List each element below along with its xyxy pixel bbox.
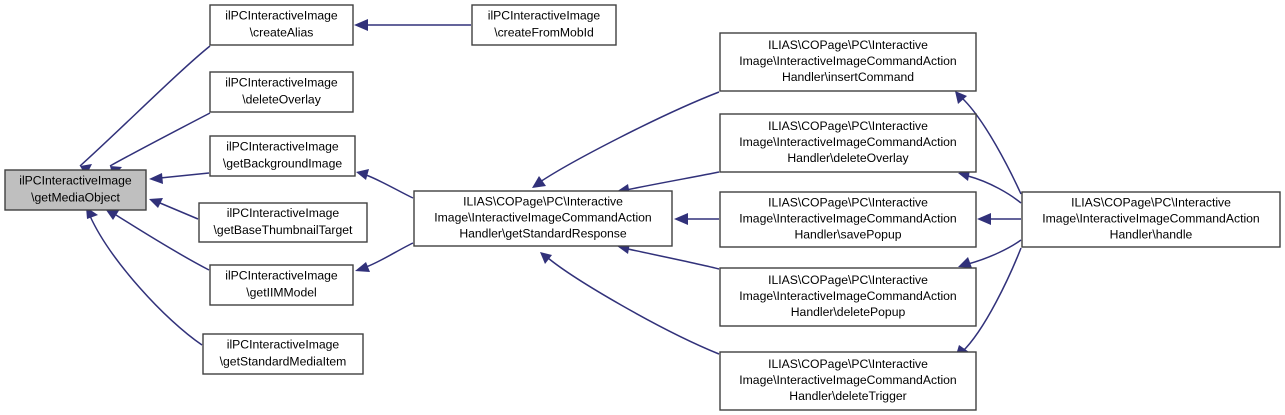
node-label-getStandardResponse: Handler\getStandardResponse bbox=[459, 227, 627, 241]
arrowhead-icon bbox=[958, 170, 970, 181]
arrowhead-icon bbox=[540, 252, 552, 264]
edge-createAlias-to-getMediaObject bbox=[79, 45, 211, 167]
node-label-handlerDeleteOverlay: ILIAS\COPage\PC\Interactive bbox=[768, 119, 928, 133]
arrowhead-icon bbox=[955, 91, 967, 104]
arrowhead-icon bbox=[355, 262, 370, 272]
node-label-getIIMModel: ilPCInteractiveImage bbox=[225, 269, 338, 283]
node-box-getBaseThumbnailTarget[interactable] bbox=[198, 202, 368, 243]
node-label-getMediaObject: \getMediaObject bbox=[31, 191, 120, 205]
node-box-handlerDeleteOverlay[interactable] bbox=[719, 113, 977, 173]
node-box-createFromMobId[interactable] bbox=[471, 4, 617, 46]
node-insertCommand[interactable]: ILIAS\COPage\PC\InteractiveImage\Interac… bbox=[719, 32, 977, 92]
node-label-createAlias: ilPCInteractiveImage bbox=[225, 9, 338, 23]
node-box-getStandardMediaItem[interactable] bbox=[202, 333, 364, 375]
node-label-handle: ILIAS\COPage\PC\Interactive bbox=[1071, 196, 1231, 210]
node-deleteTrigger[interactable]: ILIAS\COPage\PC\InteractiveImage\Interac… bbox=[719, 351, 977, 411]
node-box-getMediaObject[interactable] bbox=[4, 169, 147, 211]
node-label-deleteTrigger: ILIAS\COPage\PC\Interactive bbox=[768, 357, 928, 371]
node-label-insertCommand: Image\InteractiveImageCommandAction bbox=[739, 54, 956, 68]
node-box-savePopup[interactable] bbox=[719, 191, 977, 248]
edge-deletePopup-to-getStandardResponse bbox=[627, 248, 720, 270]
node-layer: ilPCInteractiveImage\getMediaObjectilPCI… bbox=[4, 4, 1281, 411]
node-getStandardResponse[interactable]: ILIAS\COPage\PC\InteractiveImage\Interac… bbox=[413, 190, 673, 247]
node-label-deletePopup: ILIAS\COPage\PC\Interactive bbox=[768, 273, 928, 287]
node-label-handlerDeleteOverlay: Image\InteractiveImageCommandAction bbox=[739, 135, 956, 149]
node-label-handle: Handler\handle bbox=[1110, 228, 1193, 242]
node-label-createAlias: \createAlias bbox=[250, 26, 314, 40]
node-getIIMModel[interactable]: ilPCInteractiveImage \getIIMModel bbox=[209, 264, 354, 306]
node-label-deletePopup: Handler\deletePopup bbox=[791, 305, 906, 319]
arrowhead-icon bbox=[354, 19, 368, 31]
node-label-insertCommand: ILIAS\COPage\PC\Interactive bbox=[768, 38, 928, 52]
arrowhead-icon bbox=[977, 213, 991, 225]
node-box-getIIMModel[interactable] bbox=[209, 264, 354, 306]
arrowhead-icon bbox=[532, 176, 546, 188]
node-box-getStandardResponse[interactable] bbox=[413, 190, 673, 247]
node-label-savePopup: Handler\savePopup bbox=[794, 228, 901, 242]
edge-getBackgroundImage-to-getMediaObject bbox=[159, 172, 210, 179]
edge-insertCommand-to-getStandardResponse bbox=[539, 91, 720, 183]
node-box-deleteTrigger[interactable] bbox=[719, 351, 977, 411]
edge-handle-to-handlerDeleteOverlay bbox=[967, 175, 1022, 204]
arrowhead-icon bbox=[149, 173, 163, 184]
node-label-deleteTrigger: Handler\deleteTrigger bbox=[789, 389, 906, 403]
node-label-getIIMModel: \getIIMModel bbox=[246, 286, 316, 300]
node-label-savePopup: ILIAS\COPage\PC\Interactive bbox=[768, 196, 928, 210]
node-createAlias[interactable]: ilPCInteractiveImage \createAlias bbox=[209, 4, 354, 46]
node-label-deleteTrigger: Image\InteractiveImageCommandAction bbox=[739, 373, 956, 387]
node-label-deleteOverlay: \deleteOverlay bbox=[242, 93, 321, 107]
node-box-getBackgroundImage[interactable] bbox=[209, 135, 356, 177]
edge-handle-to-deletePopup bbox=[967, 239, 1022, 265]
node-label-deleteOverlay: ilPCInteractiveImage bbox=[225, 76, 338, 90]
node-label-handlerDeleteOverlay: Handler\deleteOverlay bbox=[787, 151, 909, 165]
arrowhead-icon bbox=[356, 169, 369, 180]
arrowhead-icon bbox=[674, 213, 688, 225]
node-label-getStandardMediaItem: \getStandardMediaItem bbox=[220, 355, 347, 369]
node-label-savePopup: Image\InteractiveImageCommandAction bbox=[739, 212, 956, 226]
node-label-deletePopup: Image\InteractiveImageCommandAction bbox=[739, 289, 956, 303]
edge-getStandardMediaItem-to-getMediaObject bbox=[89, 215, 203, 346]
node-box-deletePopup[interactable] bbox=[719, 267, 977, 327]
node-deleteOverlay[interactable]: ilPCInteractiveImage \deleteOverlay bbox=[209, 71, 354, 113]
edge-handlerDeleteOverlay-to-getStandardResponse bbox=[625, 171, 720, 191]
node-label-createFromMobId: \createFromMobId bbox=[494, 26, 594, 40]
node-box-deleteOverlay[interactable] bbox=[209, 71, 354, 113]
node-box-handle[interactable] bbox=[1021, 191, 1281, 248]
node-label-getBaseThumbnailTarget: ilPCInteractiveImage bbox=[227, 206, 340, 220]
edge-handle-to-insertCommand bbox=[961, 97, 1022, 195]
edge-getBaseThumbnailTarget-to-getMediaObject bbox=[159, 202, 199, 220]
node-label-getStandardResponse: Image\InteractiveImageCommandAction bbox=[434, 211, 651, 225]
node-createFromMobId[interactable]: ilPCInteractiveImage \createFromMobId bbox=[471, 4, 617, 46]
edge-deleteTrigger-to-getStandardResponse bbox=[547, 257, 720, 355]
node-getBackgroundImage[interactable]: ilPCInteractiveImage \getBackgroundImage bbox=[209, 135, 356, 177]
node-label-getStandardMediaItem: ilPCInteractiveImage bbox=[227, 338, 340, 352]
arrowhead-icon bbox=[106, 209, 120, 220]
edge-getStandardResponse-to-getBackgroundImage bbox=[365, 174, 414, 199]
edge-layer bbox=[79, 19, 1022, 358]
node-label-getStandardResponse: ILIAS\COPage\PC\Interactive bbox=[463, 195, 623, 209]
edge-getStandardResponse-to-getIIMModel bbox=[365, 242, 414, 268]
node-handle[interactable]: ILIAS\COPage\PC\InteractiveImage\Interac… bbox=[1021, 191, 1281, 248]
node-label-getMediaObject: ilPCInteractiveImage bbox=[19, 174, 132, 188]
node-label-handle: Image\InteractiveImageCommandAction bbox=[1042, 212, 1259, 226]
node-savePopup[interactable]: ILIAS\COPage\PC\InteractiveImage\Interac… bbox=[719, 191, 977, 248]
node-getMediaObject[interactable]: ilPCInteractiveImage \getMediaObject bbox=[4, 169, 147, 211]
node-label-getBaseThumbnailTarget: \getBaseThumbnailTarget bbox=[214, 223, 353, 237]
node-getStandardMediaItem[interactable]: ilPCInteractiveImage \getStandardMediaIte… bbox=[202, 333, 364, 375]
node-box-createAlias[interactable] bbox=[209, 4, 354, 46]
arrowhead-icon bbox=[958, 257, 972, 268]
node-label-getBackgroundImage: ilPCInteractiveImage bbox=[226, 140, 339, 154]
arrowhead-icon bbox=[149, 198, 163, 208]
node-deletePopup[interactable]: ILIAS\COPage\PC\InteractiveImage\Interac… bbox=[719, 267, 977, 327]
edge-handle-to-deleteTrigger bbox=[961, 247, 1022, 353]
edge-getIIMModel-to-getMediaObject bbox=[115, 214, 210, 271]
node-label-insertCommand: Handler\insertCommand bbox=[782, 70, 914, 84]
node-label-getBackgroundImage: \getBackgroundImage bbox=[223, 157, 342, 171]
node-getBaseThumbnailTarget[interactable]: ilPCInteractiveImage \getBaseThumbnailTar… bbox=[198, 202, 368, 243]
node-handlerDeleteOverlay[interactable]: ILIAS\COPage\PC\InteractiveImage\Interac… bbox=[719, 113, 977, 173]
node-box-insertCommand[interactable] bbox=[719, 32, 977, 92]
edge-deleteOverlay-to-getMediaObject bbox=[109, 112, 211, 167]
node-label-createFromMobId: ilPCInteractiveImage bbox=[488, 9, 601, 23]
